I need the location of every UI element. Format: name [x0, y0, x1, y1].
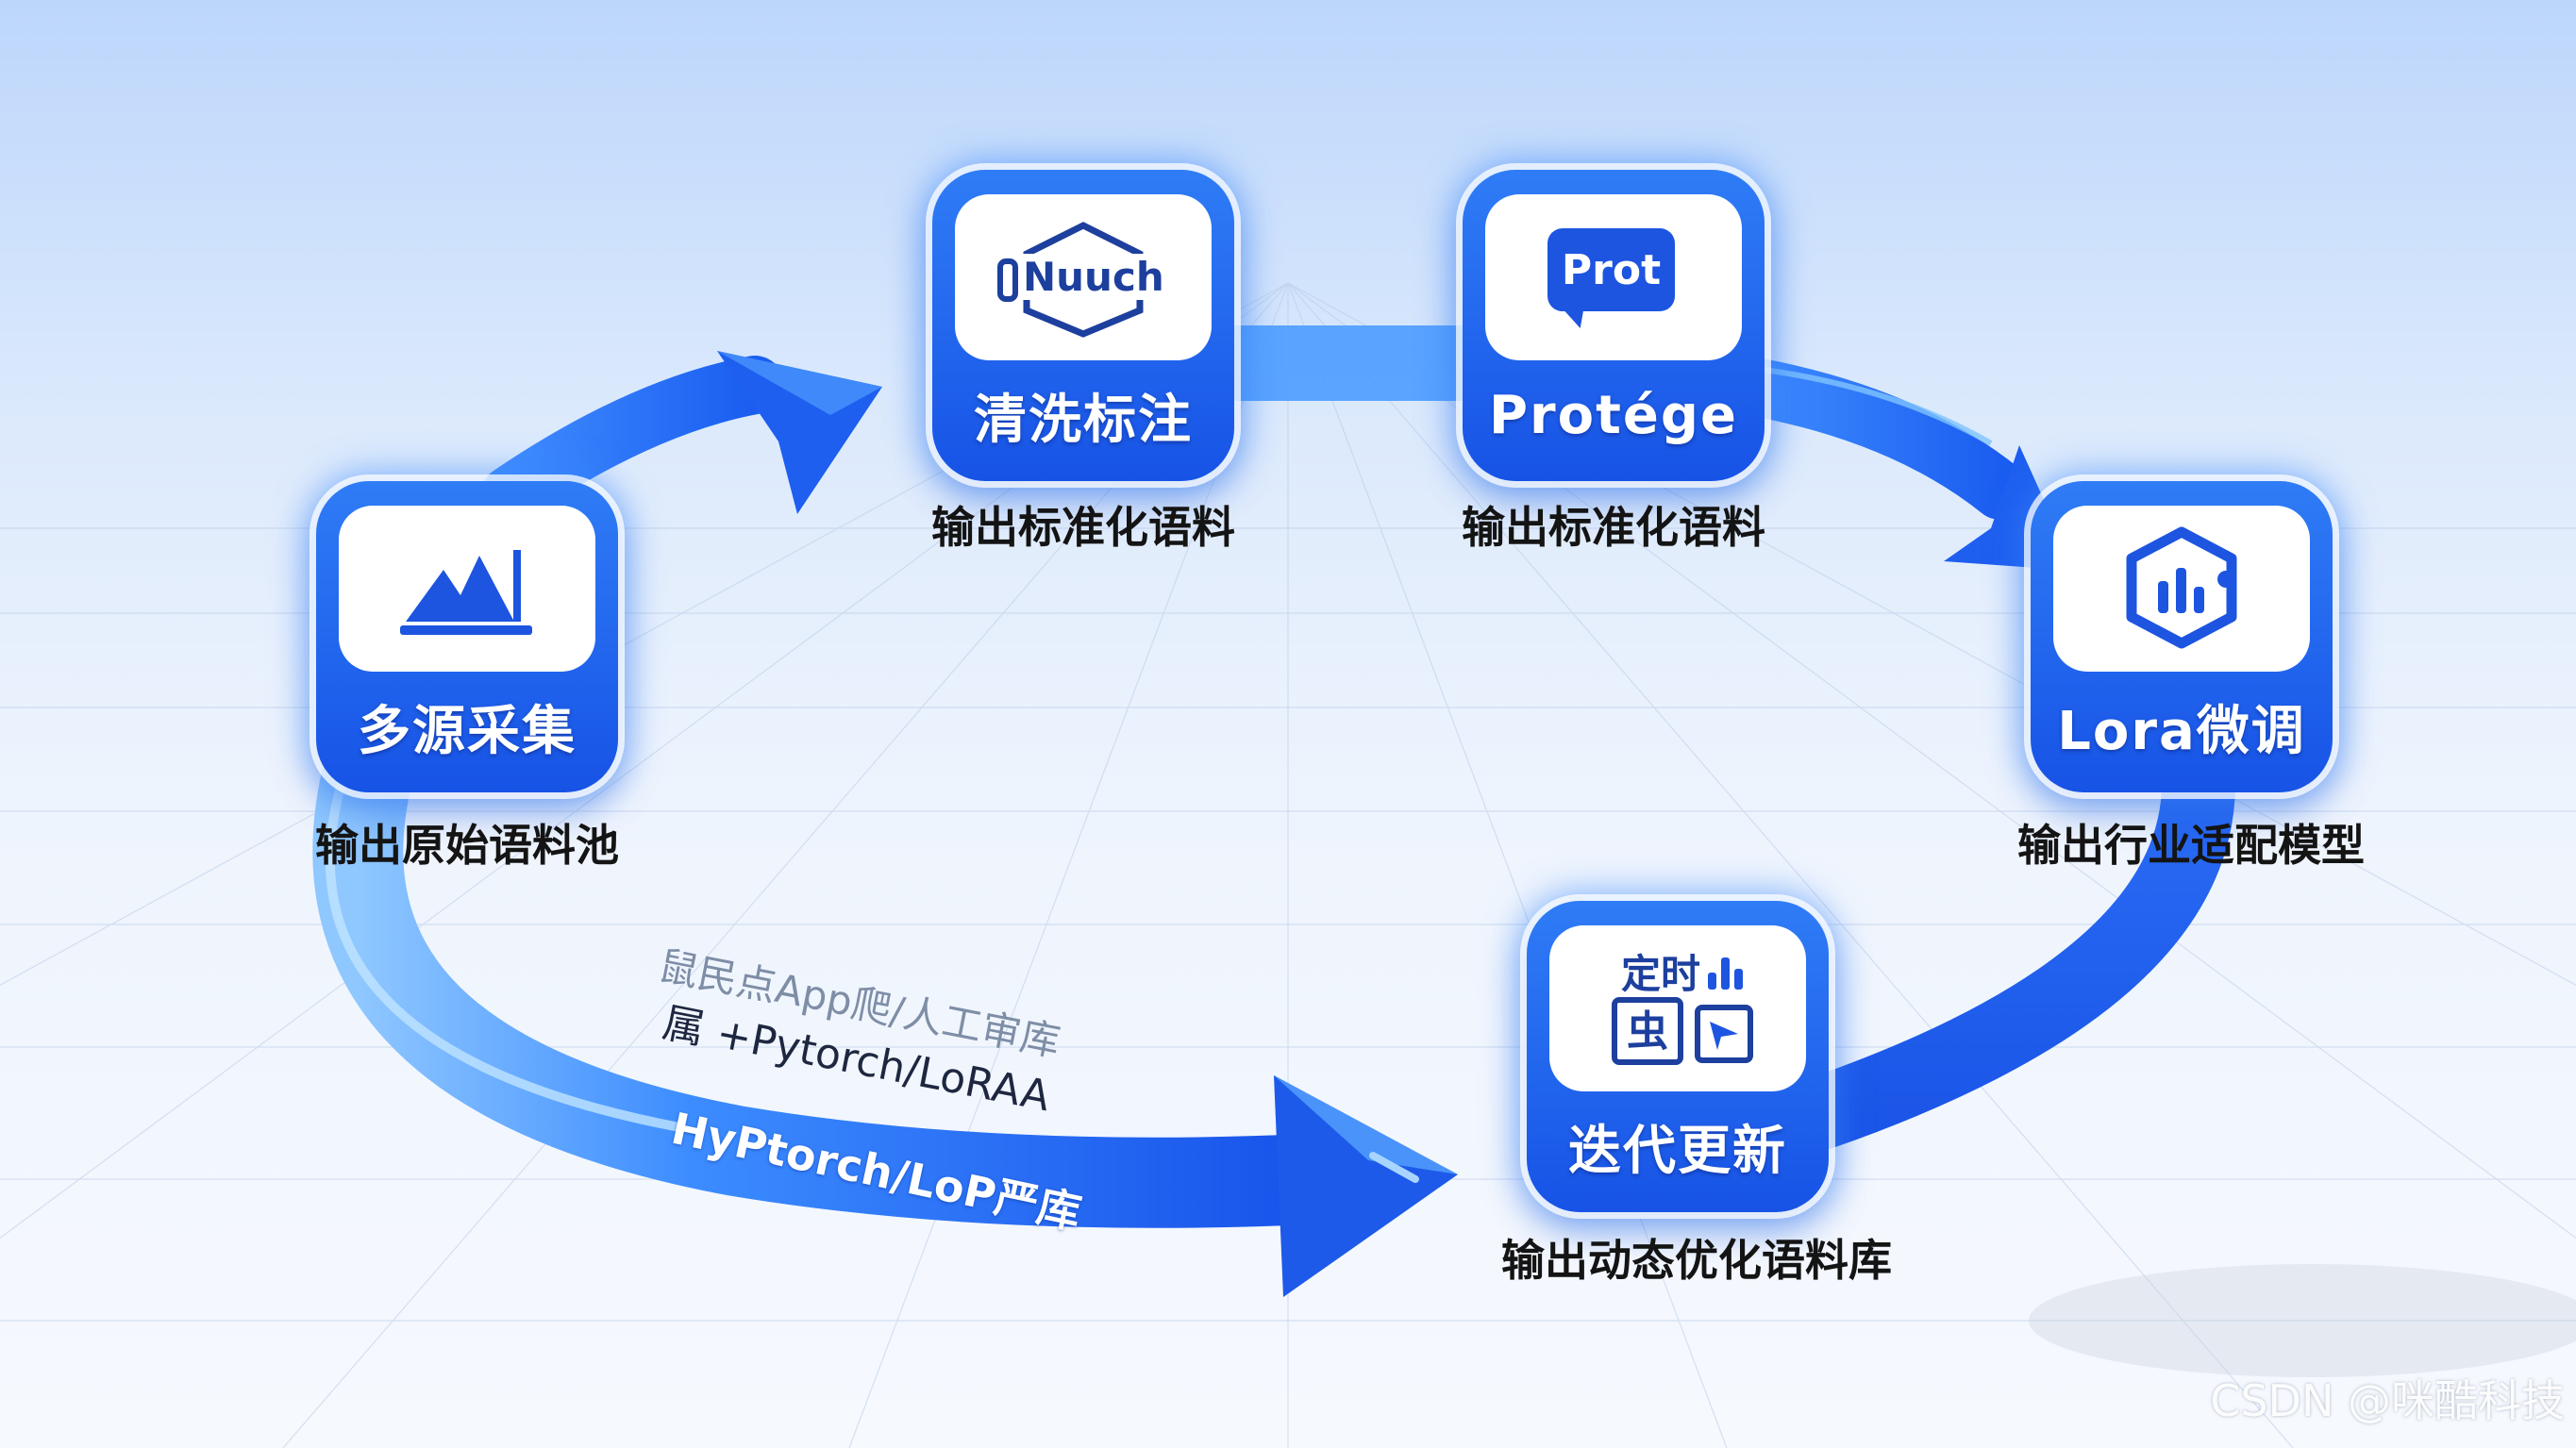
node-collect-caption: 输出原始语料池: [315, 820, 619, 871]
node-clean-caption: 输出标准化语料: [931, 502, 1235, 553]
mountain-image-icon: [400, 550, 532, 635]
node-iterate-caption: 输出动态优化语料库: [1501, 1235, 1892, 1286]
node-collect-title: 多源采集: [358, 700, 577, 762]
node-collect-icon-panel: [339, 506, 595, 672]
node-collect[interactable]: 多源采集: [316, 481, 618, 792]
node-lora-icon-panel: [2053, 506, 2310, 672]
node-clean[interactable]: Nuuch 清洗标注: [932, 170, 1234, 481]
timer-logo-text: 定时: [1621, 951, 1701, 997]
hexagon-chart-icon: [2126, 526, 2237, 649]
prot-logo-text: Prot: [1561, 245, 1662, 294]
node-lora-title: Lora微调: [2057, 700, 2306, 762]
bars-icon: [1708, 952, 1746, 990]
node-iterate[interactable]: 定时 虫 迭代更新: [1527, 901, 1829, 1212]
node-clean-title: 清洗标注: [974, 389, 1193, 451]
node-protege-title: Protége: [1489, 384, 1738, 446]
timer-bug-icon: 定时 虫: [1583, 942, 1772, 1074]
arrow-collect-to-iterate: [312, 741, 1458, 1297]
watermark: CSDN @咪酷科技: [2210, 1375, 2565, 1426]
node-lora-caption: 输出行业适配模型: [2017, 820, 2365, 871]
node-protege-caption: 输出标准化语料: [1462, 502, 1765, 553]
arrow-lora-to-iterate: [1784, 746, 2235, 1150]
node-iterate-icon-panel: 定时 虫: [1549, 925, 1806, 1091]
node-lora[interactable]: Lora微调: [2031, 481, 2333, 792]
nuuch-logo-text: Nuuch: [1019, 254, 1168, 300]
prot-chat-icon: Prot: [1547, 224, 1680, 332]
node-clean-icon-panel: Nuuch: [955, 194, 1212, 360]
node-protege-icon-panel: Prot: [1485, 194, 1742, 360]
bug-box-icon: 虫: [1612, 997, 1683, 1065]
share-box-icon: [1695, 1005, 1753, 1063]
connector-clean-protege: [1217, 325, 1491, 401]
bug-logo-text: 虫: [1627, 1007, 1668, 1056]
nuuch-logo-icon: Nuuch: [989, 216, 1178, 339]
arrow-collect-to-clean: [480, 351, 882, 524]
node-protege[interactable]: Prot Protége: [1463, 170, 1765, 481]
node-iterate-title: 迭代更新: [1568, 1120, 1787, 1182]
